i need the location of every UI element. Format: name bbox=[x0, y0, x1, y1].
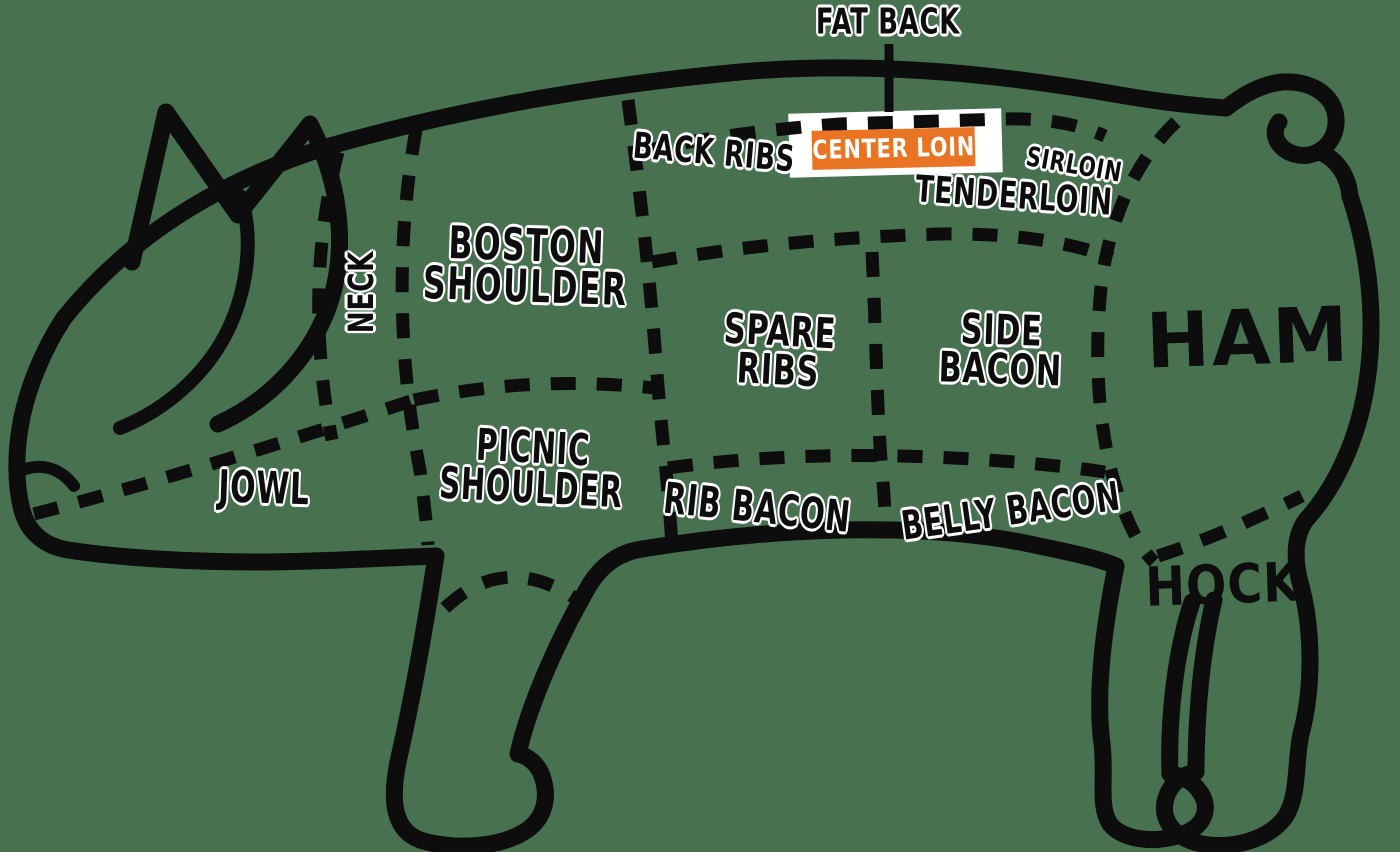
cut-line-spare-side-divider bbox=[865, 251, 893, 531]
cut-label-fat-back[interactable]: FAT BACK bbox=[815, 1, 961, 43]
cut-label-neck[interactable]: NECK bbox=[341, 250, 382, 334]
cut-label-hock[interactable]: HOCK bbox=[1144, 550, 1302, 619]
cut-line-front-hock bbox=[440, 570, 589, 613]
cut-line-hock-top bbox=[1156, 490, 1305, 563]
side-bacon-line2: BACON bbox=[937, 341, 1063, 396]
pig-mouth bbox=[16, 460, 80, 492]
cut-line-spare-ribs-top bbox=[650, 227, 1115, 269]
cut-line-neck-back bbox=[395, 128, 435, 546]
pig-tail-base bbox=[1311, 143, 1359, 205]
center-loin-highlight[interactable]: CENTER LOIN bbox=[811, 127, 976, 170]
cut-line-shoulder-back bbox=[621, 99, 679, 546]
pig-front-leg bbox=[385, 540, 651, 852]
pig-belly bbox=[633, 521, 1125, 575]
pig-head-snout-jaw bbox=[8, 309, 445, 571]
cut-line-ham-front bbox=[1091, 117, 1181, 567]
boston-shoulder-line2: SHOULDER bbox=[422, 256, 629, 317]
pig-ear bbox=[123, 103, 349, 433]
spare-ribs-line2: RIBS bbox=[735, 342, 821, 397]
cut-line-jowl bbox=[32, 393, 417, 521]
pig-inner-ear bbox=[113, 189, 255, 435]
picnic-shoulder-line2: SHOULDER bbox=[437, 458, 624, 519]
cut-line-boston-picnic bbox=[412, 377, 656, 407]
cut-line-belly-top bbox=[667, 449, 1106, 479]
cut-label-center-loin: CENTER LOIN bbox=[811, 131, 976, 166]
cut-label-ham[interactable]: HAM bbox=[1144, 289, 1352, 386]
cut-label-boston-shoulder[interactable]: BOSTON SHOULDER bbox=[422, 216, 629, 317]
cut-line-neck-front bbox=[312, 150, 345, 442]
cut-label-jowl[interactable]: JOWL bbox=[217, 461, 311, 516]
cut-label-picnic-shoulder[interactable]: PICNIC SHOULDER bbox=[437, 420, 626, 519]
pig-rear-hind-leg-near bbox=[1156, 187, 1380, 852]
cut-label-spare-ribs[interactable]: SPARE RIBS bbox=[721, 304, 838, 397]
pig-tail bbox=[1217, 73, 1345, 164]
cut-label-side-bacon[interactable]: SIDE BACON bbox=[937, 304, 1064, 396]
cut-line-loin-bottom bbox=[638, 112, 1108, 159]
